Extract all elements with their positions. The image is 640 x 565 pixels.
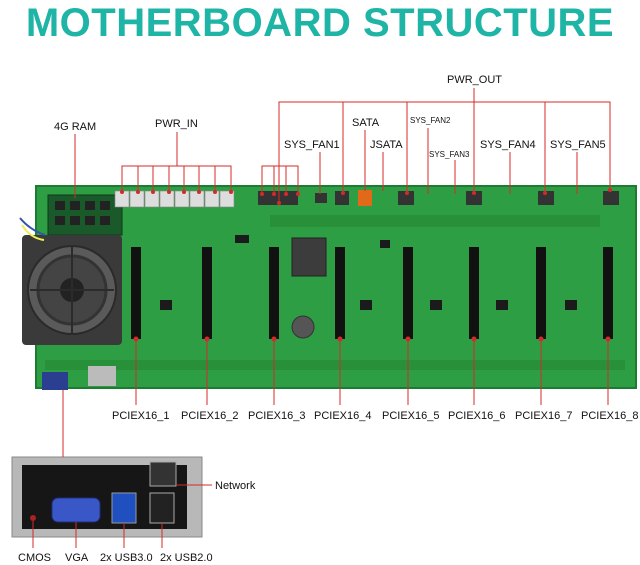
- label-4g-ram: 4G RAM: [54, 121, 97, 133]
- usb2-ports: [149, 492, 175, 524]
- cpu-cooler: [22, 235, 122, 345]
- label-sys-fan3: SYS_FAN3: [429, 150, 470, 159]
- pcie-slot-7: [536, 247, 546, 339]
- pcie-slot-2: [202, 247, 212, 339]
- pcie-slot-6: [469, 247, 479, 339]
- network-port: [149, 461, 177, 487]
- label-sys-fan4: SYS_FAN4: [480, 139, 536, 151]
- pcie-slot-4: [335, 247, 345, 339]
- usb3-ports: [111, 492, 137, 524]
- label-pcie-6: PCIEX16_6: [448, 410, 506, 422]
- label-pcie-5: PCIEX16_5: [382, 410, 440, 422]
- sata-port: [358, 190, 372, 206]
- label-sys-fan2: SYS_FAN2: [410, 116, 451, 125]
- label-vga: VGA: [65, 552, 89, 564]
- callout-dots: [120, 188, 612, 342]
- label-cmos: CMOS: [18, 552, 51, 564]
- pcie-slot-8: [603, 247, 613, 339]
- callouts: [32, 88, 611, 548]
- label-pcie-4: PCIEX16_4: [314, 410, 372, 422]
- label-pwr-out: PWR_OUT: [447, 74, 502, 86]
- motherboard: [19, 185, 637, 390]
- vga-port: [51, 497, 101, 523]
- label-pwr-in: PWR_IN: [155, 118, 198, 130]
- label-pcie-8: PCIEX16_8: [581, 410, 639, 422]
- io-panel: [11, 456, 203, 538]
- label-usb3: 2x USB3.0: [100, 552, 153, 564]
- chipset-heatsink: [291, 237, 327, 277]
- pcie-slot-3: [269, 247, 279, 339]
- label-pcie-1: PCIEX16_1: [112, 410, 170, 422]
- label-sys-fan1: SYS_FAN1: [284, 139, 340, 151]
- pcie-slot-1: [131, 247, 141, 339]
- pcie-slots: [131, 247, 613, 339]
- label-pcie-2: PCIEX16_2: [181, 410, 239, 422]
- label-network: Network: [215, 480, 256, 492]
- label-pcie-3: PCIEX16_3: [248, 410, 306, 422]
- pcie-slot-5: [403, 247, 413, 339]
- label-sata: SATA: [352, 117, 380, 129]
- cmos-button: [30, 515, 36, 521]
- diagram-title: MOTHERBOARD STRUCTURE: [25, 1, 615, 45]
- cmos-battery: [291, 315, 315, 339]
- label-jsata: JSATA: [370, 139, 403, 151]
- label-sys-fan5: SYS_FAN5: [550, 139, 606, 151]
- label-pcie-7: PCIEX16_7: [515, 410, 573, 422]
- label-usb2: 2x USB2.0: [160, 552, 213, 564]
